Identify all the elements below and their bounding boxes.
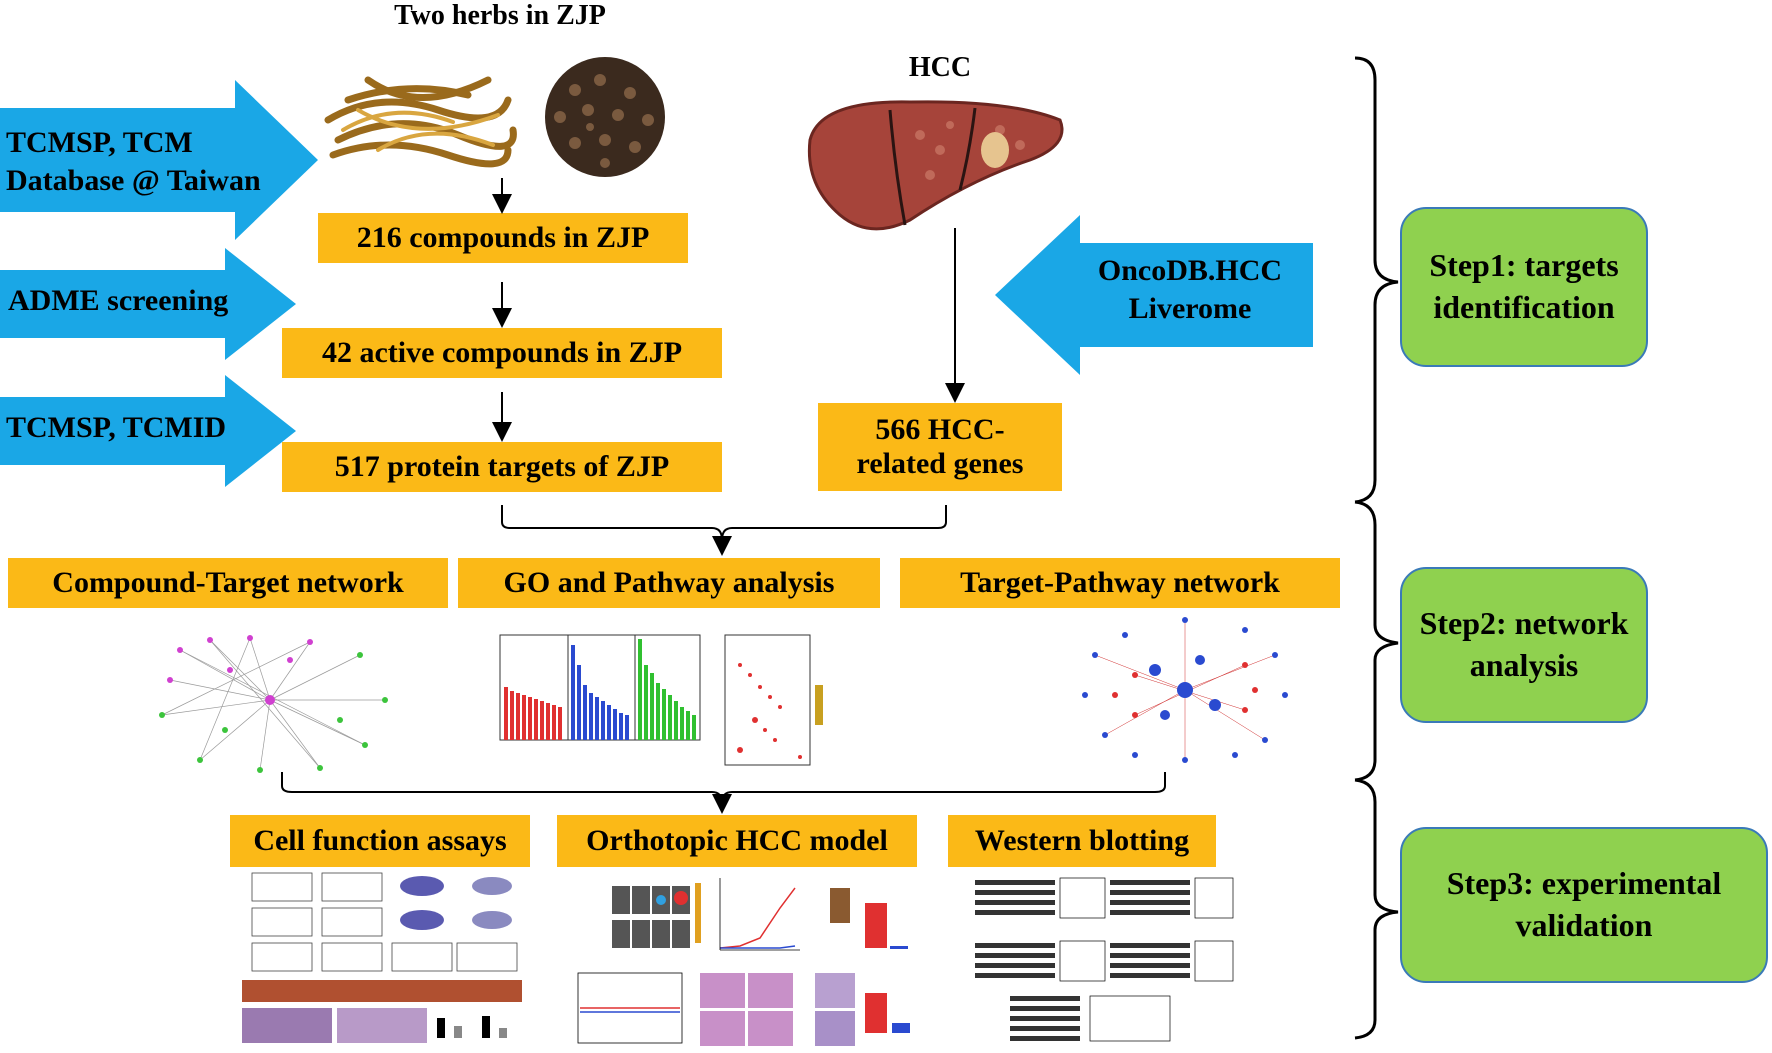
step2-box: Step2: network analysis — [1400, 567, 1648, 723]
go-pathway-box: GO and Pathway analysis — [458, 558, 880, 608]
protein-targets-box: 517 protein targets of ZJP — [282, 442, 722, 492]
active-compounds-box: 42 active compounds in ZJP — [282, 328, 722, 378]
herbs-title: Two herbs in ZJP — [394, 0, 606, 31]
arrow-source-3 — [0, 375, 296, 487]
compound-target-box: Compound-Target network — [8, 558, 448, 608]
orthotopic-box: Orthotopic HCC model — [557, 815, 917, 867]
orthotopic-model-thumbnail — [560, 868, 915, 1050]
herb-seed-image — [545, 57, 665, 177]
western-blotting-thumbnail — [945, 868, 1235, 1050]
herb-root-image — [324, 76, 517, 168]
cell-function-box: Cell function assays — [230, 815, 530, 867]
liver-image — [807, 100, 1064, 231]
target-pathway-box: Target-Pathway network — [900, 558, 1340, 608]
arrow-source-1 — [0, 80, 318, 240]
compound-target-network-thumbnail — [159, 635, 388, 773]
cell-function-assays-thumbnail — [232, 868, 532, 1050]
step1-box: Step1: targets identification — [1400, 207, 1648, 367]
target-pathway-network-thumbnail — [1082, 617, 1288, 763]
western-box: Western blotting — [948, 815, 1216, 867]
hcc-title: HCC — [908, 52, 972, 83]
step3-box: Step3: experimental validation — [1400, 827, 1768, 983]
source-label-1: TCMSP, TCM Database @ Taiwan — [6, 126, 261, 197]
source-label-2: ADME screening — [8, 284, 229, 317]
arrow-source-4 — [995, 215, 1313, 375]
source-label-4: OncoDB.HCC Liverome — [1097, 254, 1283, 325]
go-pathway-thumbnail — [499, 634, 823, 766]
compounds-box: 216 compounds in ZJP — [318, 213, 688, 263]
source-label-3: TCMSP, TCMID — [6, 411, 227, 444]
arrow-source-2 — [0, 248, 296, 360]
hcc-genes-box: 566 HCC- related genes — [818, 403, 1062, 491]
